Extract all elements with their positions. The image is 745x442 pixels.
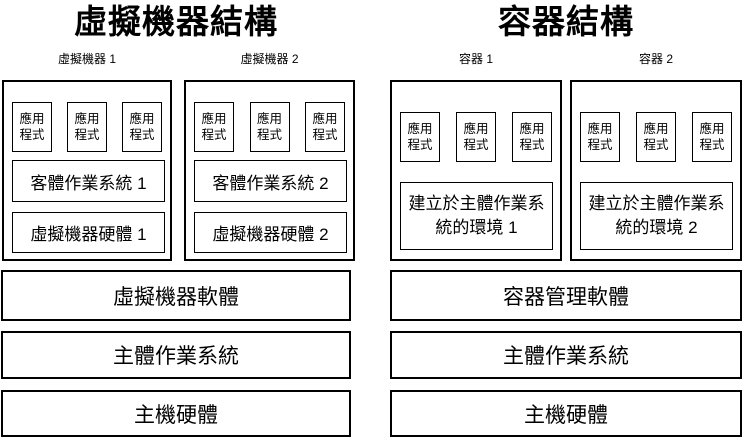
vm2-label: 虛擬機器 2 <box>240 52 299 66</box>
app-box: 應用 程式 <box>580 112 620 162</box>
vm-architecture-title: 虛擬機器結構 <box>74 3 278 40</box>
vm2-apps-row: 應用 程式 應用 程式 應用 程式 <box>194 102 345 152</box>
host-os-layer-right: 主體作業系統 <box>390 331 742 379</box>
container2-host-os-env-box: 建立於主體作業系 統的環境 2 <box>580 182 733 250</box>
app-box: 應用 程式 <box>400 112 440 162</box>
container2-apps-row: 應用 程式 應用 程式 應用 程式 <box>580 112 732 162</box>
app-box: 應用 程式 <box>692 112 732 162</box>
app-box: 應用 程式 <box>194 102 234 152</box>
vm-software-layer: 虛擬機器軟體 <box>1 270 351 321</box>
vm1-apps-row: 應用 程式 應用 程式 應用 程式 <box>12 102 162 152</box>
vm1-label: 虛擬機器 1 <box>57 52 116 66</box>
host-hardware-layer-right: 主機硬體 <box>390 390 742 437</box>
container-architecture-title: 容器結構 <box>498 3 634 40</box>
host-hardware-layer-left: 主機硬體 <box>1 390 351 437</box>
container1-host-os-env-box: 建立於主體作業系 統的環境 1 <box>400 182 553 250</box>
vm1-box: 應用 程式 應用 程式 應用 程式 客體作業系統 1 虛擬機器硬體 1 <box>2 80 172 261</box>
vm2-box: 應用 程式 應用 程式 應用 程式 客體作業系統 2 虛擬機器硬體 2 <box>184 80 355 261</box>
host-os-layer-left: 主體作業系統 <box>1 331 351 379</box>
app-box: 應用 程式 <box>67 102 107 152</box>
vm1-guest-os-box: 客體作業系統 1 <box>12 160 165 202</box>
vm2-vm-hardware-box: 虛擬機器硬體 2 <box>194 212 347 253</box>
container1-box: 應用 程式 應用 程式 應用 程式 建立於主體作業系 統的環境 1 <box>390 80 562 261</box>
vm2-guest-os-box: 客體作業系統 2 <box>194 160 347 202</box>
app-box: 應用 程式 <box>456 112 496 162</box>
vm1-vm-hardware-box: 虛擬機器硬體 1 <box>12 212 165 253</box>
container1-apps-row: 應用 程式 應用 程式 應用 程式 <box>400 112 552 162</box>
app-box: 應用 程式 <box>305 102 345 152</box>
app-box: 應用 程式 <box>12 102 52 152</box>
app-box: 應用 程式 <box>249 102 290 152</box>
container-mgmt-software-layer: 容器管理軟體 <box>390 270 742 321</box>
app-box: 應用 程式 <box>512 112 552 162</box>
container1-label: 容器 1 <box>458 52 493 66</box>
app-box: 應用 程式 <box>636 112 676 162</box>
container2-box: 應用 程式 應用 程式 應用 程式 建立於主體作業系 統的環境 2 <box>570 80 742 261</box>
container2-label: 容器 2 <box>638 52 673 66</box>
app-box: 應用 程式 <box>122 102 162 152</box>
